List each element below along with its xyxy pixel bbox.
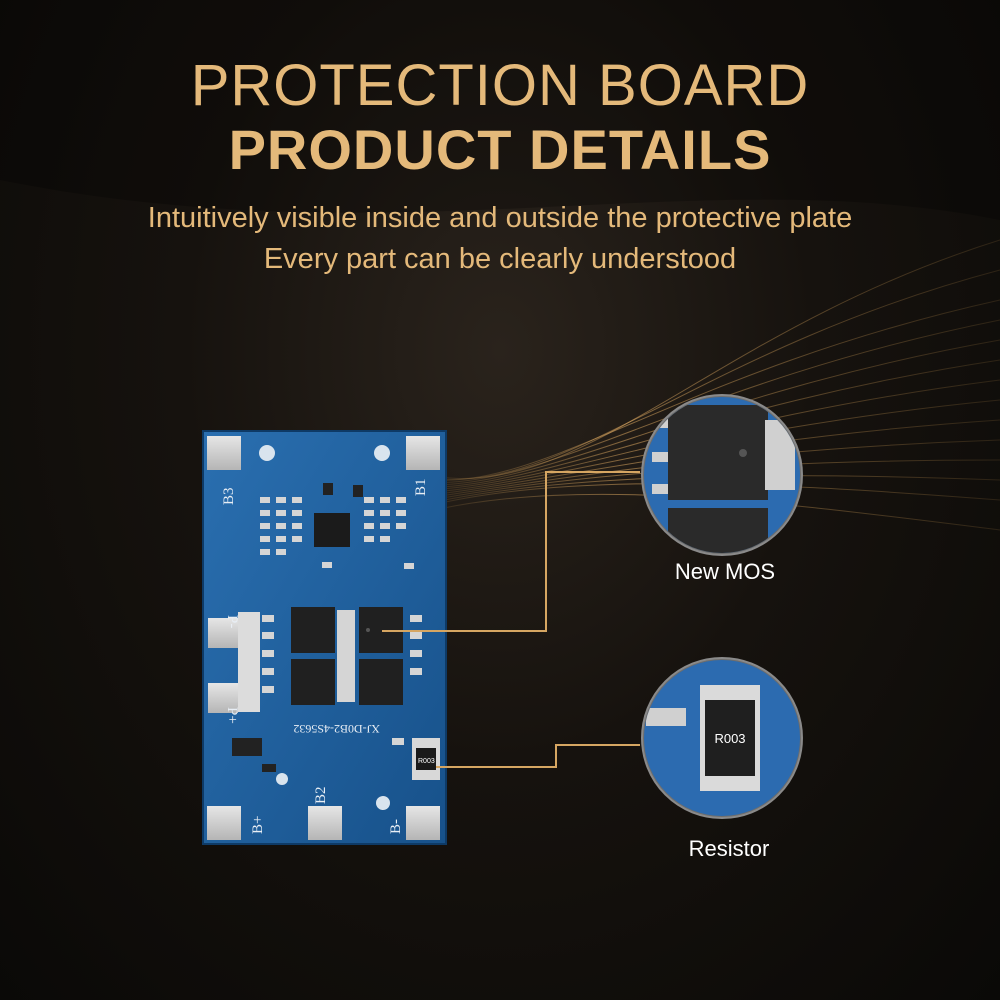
silk-model: XJ-D0B2-4S5632 [293, 722, 380, 736]
silk-pminus: P- [224, 615, 240, 628]
pad-b1 [406, 436, 440, 470]
pad-bminus [406, 806, 440, 840]
silk-bminus: B- [388, 819, 404, 834]
pcb-board: B3 B1 B2 B+ B- P- P+ XJ-D0B2-4S5632 R003 [202, 430, 447, 845]
pad-b3 [207, 436, 241, 470]
mos-zoom-circle [641, 394, 803, 556]
subtitle-line-2: Every part can be clearly understood [263, 243, 737, 275]
silk-pplus: P+ [224, 707, 240, 724]
subtitle-line-1: Intuitively visible inside and outside t… [147, 202, 853, 234]
pad-pminus [208, 618, 238, 648]
resistor-callout-label: Resistor [688, 836, 770, 861]
pad-pplus [208, 683, 238, 713]
title-line-2: PRODUCT DETAILS [228, 118, 772, 181]
resistor-zoom-circle: R003 [641, 657, 803, 819]
title-line-1: PROTECTION BOARD [190, 53, 810, 118]
silk-b3: B3 [221, 487, 237, 505]
resistor-zoom-code: R003 [714, 731, 745, 746]
pad-b2 [308, 806, 342, 840]
silk-bplus: B+ [250, 816, 266, 834]
mosfet-array [291, 607, 403, 705]
resistor-marking: R003 [418, 758, 435, 765]
pad-bplus [207, 806, 241, 840]
mos-callout-label: New MOS [674, 559, 776, 584]
silk-b2: B2 [313, 786, 329, 804]
silk-b1: B1 [413, 478, 429, 496]
callout-lines [382, 471, 640, 768]
